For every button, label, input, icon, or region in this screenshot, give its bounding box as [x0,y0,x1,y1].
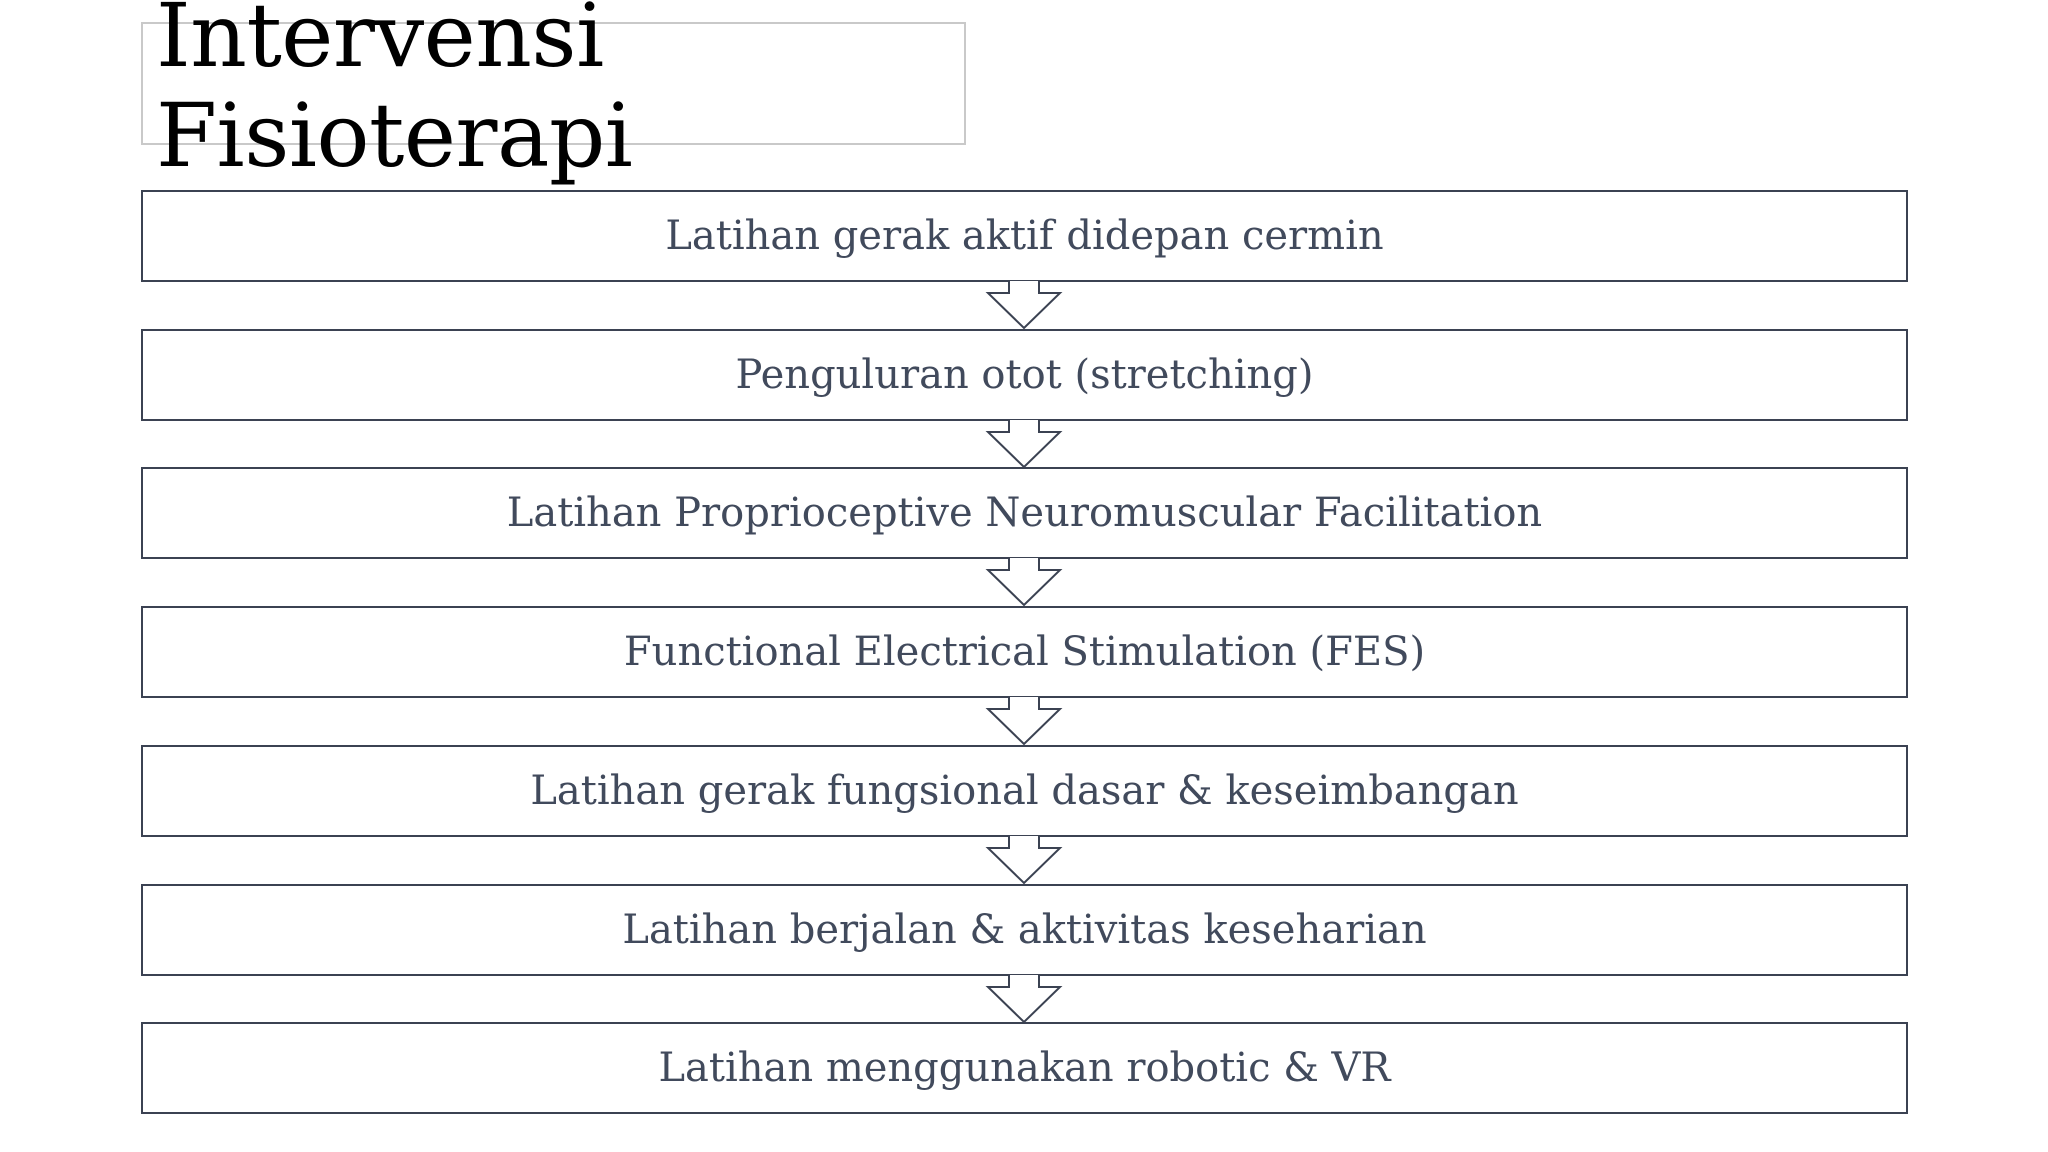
flow-step-functional-balance: Latihan gerak fungsional dasar & keseimb… [141,745,1908,837]
flow-step-pnf: Latihan Proprioceptive Neuromuscular Fac… [141,467,1908,559]
title-placeholder-frame [141,22,966,145]
flow-step-robotic-vr: Latihan menggunakan robotic & VR [141,1022,1908,1114]
flow-step-walking-daily-activities: Latihan berjalan & aktivitas keseharian [141,884,1908,976]
title-line-1: Intervensi [156,0,604,87]
flow-step-fes: Functional Electrical Stimulation (FES) [141,606,1908,698]
title-line-2: Fisioterapi [156,84,633,187]
flow-step-active-mirror-exercise: Latihan gerak aktif didepan cermin [141,190,1908,282]
down-arrow-icon [985,697,1063,746]
flow-step-stretching: Penguluran otot (stretching) [141,329,1908,421]
slide-title: Intervensi Fisioterapi [156,0,916,186]
down-arrow-icon [985,558,1063,607]
down-arrow-icon [985,836,1063,885]
down-arrow-icon [985,281,1063,330]
